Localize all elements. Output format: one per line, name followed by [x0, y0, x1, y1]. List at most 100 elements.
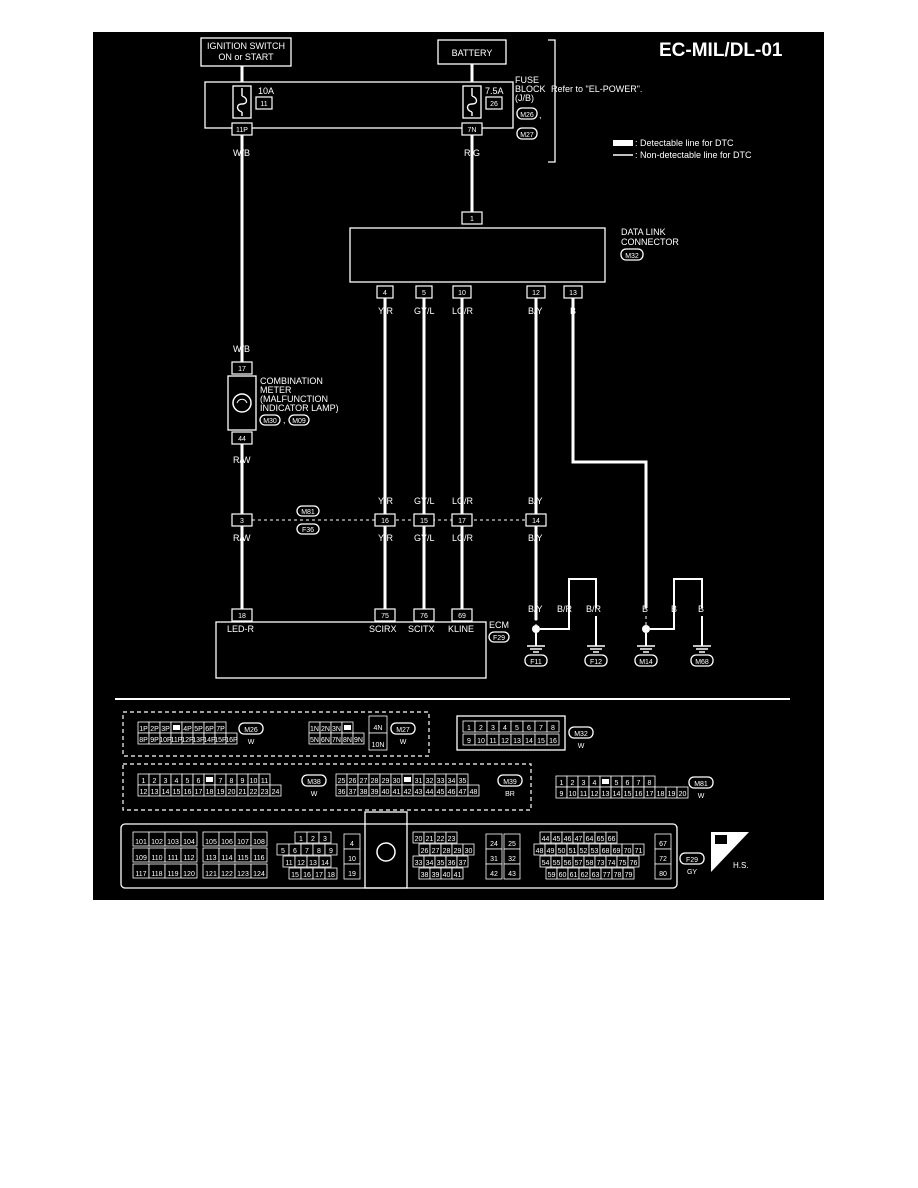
m27-cell-label: 2N [321, 726, 330, 733]
m39-cell-label: 33 [437, 778, 445, 785]
f29-g-cell-label: 65 [597, 836, 605, 843]
m27-cell-label: 3N [332, 726, 341, 733]
m39-cell-label: 29 [382, 778, 390, 785]
f29-e-cell-label: 22 [437, 836, 445, 843]
m81-cell-label: 20 [679, 791, 687, 798]
m26-cell-label: 10P [159, 737, 172, 744]
m38-color: W [311, 791, 318, 798]
f29-d-cell [343, 863, 361, 880]
f29-e-cell [456, 855, 469, 868]
f29-c-cell [318, 831, 332, 844]
m38-cell-label: 23 [261, 789, 269, 796]
f29-g-cell-label: 79 [625, 872, 633, 879]
m81-cell-label: 6 [626, 780, 630, 787]
f29-a-cell-label: 109 [135, 855, 147, 862]
m38-cell-label: 18 [206, 789, 214, 796]
wire-b-top: B [570, 306, 576, 316]
f29-g-cell-label: 57 [575, 860, 583, 867]
m38-cell-label: 1 [142, 778, 146, 785]
m27-cell-label: 1N [310, 726, 319, 733]
ecm-pin-18: 18 [238, 613, 246, 620]
m27-cell-label: 5N [310, 737, 319, 744]
wire-gyl-top: GY/L [414, 306, 435, 316]
diagram-title: EC-MIL/DL-01 [659, 40, 783, 61]
wire-wb-mid: W/B [233, 344, 250, 354]
f29-a-cell-label: 111 [168, 855, 179, 862]
f29-e-cell-label: 33 [415, 860, 423, 867]
f29-c-cell-label: 3 [323, 836, 327, 843]
fuse-2-pin: 7N [468, 127, 477, 134]
m39-cell-label: 38 [360, 789, 368, 796]
m39-cell-label: 45 [437, 789, 445, 796]
m38-cell-label: 17 [195, 789, 203, 796]
m38-cell-label: 5 [186, 778, 190, 785]
m26-cell [225, 732, 238, 745]
m27-color: W [400, 739, 407, 746]
meter-label-3: (MALFUNCTION [260, 394, 328, 404]
ecm-term-kline: KLINE [448, 624, 474, 634]
m81-cell-label: 13 [602, 791, 610, 798]
fuse-block-refer: Refer to "EL-POWER". [551, 84, 642, 94]
m39-cell-label: 32 [426, 778, 434, 785]
f29-c-cell-label: 15 [291, 872, 299, 879]
f29-c-cell-label: 16 [303, 872, 311, 879]
ground-f11: F11 [530, 659, 542, 666]
dlc-pin-13: 13 [569, 290, 577, 297]
f29-g-cell-label: 58 [586, 860, 594, 867]
ecm-term-scirx: SCIRX [369, 624, 397, 634]
ground-m68: M68 [695, 659, 709, 666]
f29-g-cell-label: 50 [558, 848, 566, 855]
f29-g-cell [605, 831, 618, 844]
m39-cell-label: 39 [371, 789, 379, 796]
f29-c-cell-label: 18 [327, 872, 335, 879]
f29-c-cell-label: 2 [311, 836, 315, 843]
f29-a-cell-label: 118 [151, 871, 162, 878]
joint-pin-17: 17 [458, 518, 466, 525]
ignition-switch-state: ON or START [218, 52, 274, 62]
fuse-2-number: 26 [490, 101, 498, 108]
fuse-block-jb: (J/B) [515, 93, 534, 103]
f29-g-cell-label: 64 [586, 836, 594, 843]
m32-cell-label: 8 [551, 725, 555, 732]
f29-e-cell-label: 30 [465, 848, 473, 855]
f29-h-cell [654, 863, 672, 880]
m27-extra-cell-label: 4N [374, 725, 383, 732]
m32-cell-label: 15 [537, 738, 545, 745]
f29-e-cell [462, 843, 475, 856]
f29-a-cell [180, 847, 198, 863]
m27-key [344, 725, 351, 730]
f29-e-cell-label: 29 [454, 848, 462, 855]
f29-a-cell-label: 102 [151, 839, 163, 846]
m39-cell-label: 40 [382, 789, 390, 796]
wire-by-ground: B/Y [528, 604, 543, 614]
f29-g-cell-label: 69 [613, 848, 621, 855]
f29-g-cell-label: 70 [624, 848, 632, 855]
f29-g-cell-label: 60 [559, 872, 567, 879]
dlc-pin-5: 5 [422, 290, 426, 297]
f29-f-cell [503, 863, 521, 880]
f29-b-cell-label: 124 [253, 871, 265, 878]
m26-label: M26 [244, 727, 258, 734]
f29-g-cell-label: 54 [542, 860, 550, 867]
ecm-pin-76: 76 [420, 613, 428, 620]
m39-cell-label: 35 [459, 778, 467, 785]
f29-f-cell-label: 25 [508, 841, 516, 848]
ground-m14: M14 [639, 659, 653, 666]
f29-e-cell-label: 37 [459, 860, 467, 867]
m38-cell-label: 21 [239, 789, 247, 796]
m27-cell-label: 9N [354, 737, 363, 744]
m27-extra-cell-label: 10N [372, 742, 385, 749]
wire-rw-top: R/W [233, 455, 251, 465]
joint-pin-14: 14 [532, 518, 540, 525]
m26-cell-label: 2P [150, 726, 159, 733]
f29-f-cell-label: 32 [508, 856, 516, 863]
f29-c-cell [318, 855, 332, 868]
f29-e-cell [451, 867, 464, 880]
m39-cell-label: 30 [393, 778, 401, 785]
meter-pin-44: 44 [238, 436, 246, 443]
m32-label: M32 [574, 731, 588, 738]
f29-c-cell-label: 6 [293, 848, 297, 855]
m81-label: M81 [694, 781, 708, 788]
f29-d-cell-label: 19 [348, 871, 356, 878]
m38-cell-label: 10 [250, 778, 258, 785]
